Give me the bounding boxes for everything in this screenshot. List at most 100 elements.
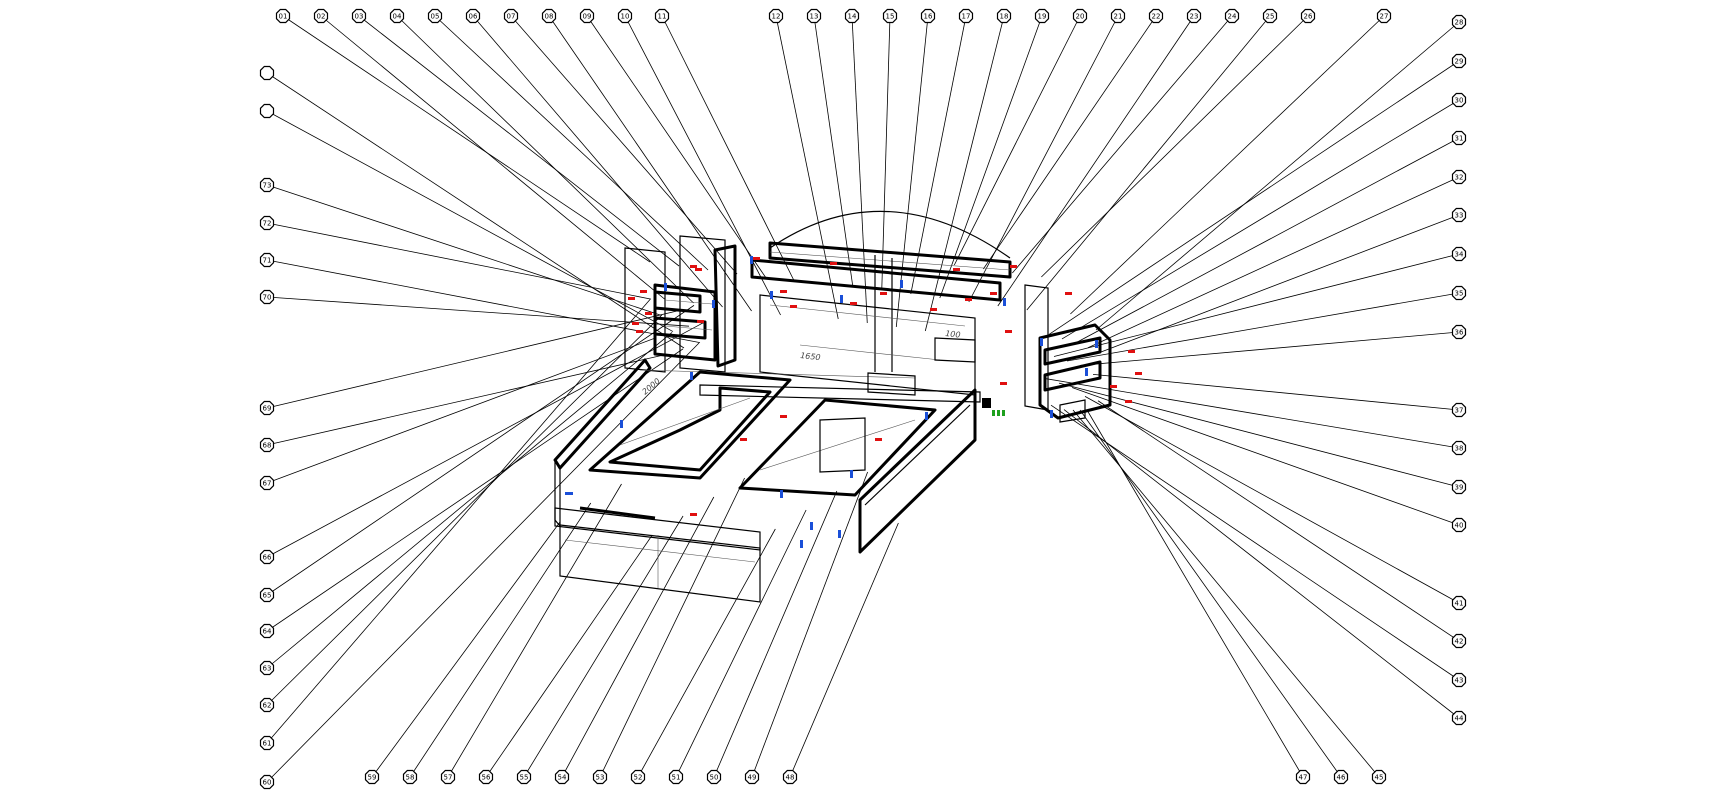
leader-line — [813, 15, 854, 287]
leader-line — [1012, 15, 1233, 274]
callout-label: 52 — [634, 774, 643, 782]
callout-bubble: 56 — [478, 769, 494, 785]
callout-octagon — [592, 769, 608, 785]
callout-bubble: 15 — [882, 8, 898, 24]
callout-label: 26 — [1304, 13, 1313, 21]
leader-line — [1079, 409, 1342, 778]
callout-bubble: 12 — [768, 8, 784, 24]
leader-line — [1063, 409, 1460, 719]
callout-bubble — [259, 65, 275, 81]
callout-octagon — [275, 8, 291, 24]
callout-label: 13 — [810, 13, 819, 21]
callout-label: 64 — [263, 628, 272, 636]
callout-label: 63 — [263, 665, 272, 673]
callout-bubble: 69 — [259, 400, 275, 416]
callout-label: 24 — [1228, 13, 1237, 21]
callout-label: 56 — [482, 774, 491, 782]
leader-line — [751, 471, 868, 778]
screw-markers — [628, 257, 1142, 516]
callout-label: 11 — [658, 13, 667, 21]
callout-octagon — [440, 769, 456, 785]
callout-octagon — [259, 697, 275, 713]
callout-octagon — [1148, 8, 1164, 24]
callout-label: 10 — [621, 13, 630, 21]
callout-bubble: 54 — [554, 769, 570, 785]
leader-line — [1092, 373, 1460, 411]
callout-label: 72 — [263, 220, 272, 228]
leader-line — [266, 342, 700, 783]
leader-line — [624, 15, 781, 316]
callout-label: 23 — [1190, 13, 1199, 21]
callout-octagon — [579, 8, 595, 24]
callout-bubble: 67 — [259, 475, 275, 491]
callout-octagon — [541, 8, 557, 24]
dimension-length: 2000 — [641, 377, 662, 397]
callout-label: 04 — [393, 13, 402, 21]
callout-label: 47 — [1299, 774, 1308, 782]
callout-bubble: 42 — [1451, 633, 1467, 649]
callout-octagon — [782, 769, 798, 785]
callout-bubble: 27 — [1376, 8, 1392, 24]
callout-bubble: 33 — [1451, 207, 1467, 223]
callout-label: 34 — [1455, 251, 1464, 259]
leader-line — [1045, 378, 1460, 449]
callout-bubble: 13 — [806, 8, 822, 24]
callout-label: 51 — [672, 774, 681, 782]
callout-octagon — [1072, 8, 1088, 24]
callout-label: 71 — [263, 257, 272, 265]
leader-line — [282, 15, 651, 263]
callout-label: 53 — [596, 774, 605, 782]
callout-bubble: 18 — [996, 8, 1012, 24]
callout-label: 12 — [772, 13, 781, 21]
callout-bubble: 68 — [259, 437, 275, 453]
callout-label: 01 — [279, 13, 288, 21]
callout-bubble: 43 — [1451, 672, 1467, 688]
callout-octagon — [1295, 769, 1311, 785]
callout-bubble: 46 — [1333, 769, 1349, 785]
callout-bubble: 35 — [1451, 285, 1467, 301]
callout-label: 65 — [263, 592, 272, 600]
callout-label: 48 — [786, 774, 795, 782]
callout-label: 33 — [1455, 212, 1464, 220]
leader-line — [675, 509, 807, 778]
leader-line — [637, 528, 776, 778]
leader-line — [881, 15, 891, 291]
callout-label: 16 — [924, 13, 933, 21]
callout-octagon — [617, 8, 633, 24]
leader-line — [472, 15, 723, 308]
callout-bubble: 48 — [782, 769, 798, 785]
callout-bubble: 20 — [1072, 8, 1088, 24]
callout-label: 37 — [1455, 407, 1464, 415]
callout-bubble: 51 — [668, 769, 684, 785]
leader-line — [851, 15, 868, 324]
callout-bubble: 45 — [1371, 769, 1387, 785]
callout-label: 28 — [1455, 19, 1464, 27]
callout-octagon — [1451, 207, 1467, 223]
callout-octagon — [259, 623, 275, 639]
callout-label: 59 — [368, 774, 377, 782]
callout-octagon — [427, 8, 443, 24]
dimension-depth: 100 — [945, 329, 961, 340]
leader-line — [320, 15, 665, 300]
leader-line — [789, 522, 899, 778]
callout-octagon — [1451, 402, 1467, 418]
callout-octagon — [1300, 8, 1316, 24]
callout-bubble: 70 — [259, 289, 275, 305]
left-upright — [679, 235, 726, 373]
headboard-shelf — [750, 241, 1012, 372]
callout-bubble: 09 — [579, 8, 595, 24]
callout-octagon — [1451, 633, 1467, 649]
leader-line — [1087, 176, 1460, 349]
callout-octagon — [630, 769, 646, 785]
callout-bubble: 55 — [516, 769, 532, 785]
callout-octagon — [259, 252, 275, 268]
callout-bubble: 36 — [1451, 324, 1467, 340]
leader-line — [1026, 15, 1271, 311]
callout-bubble: 17 — [958, 8, 974, 24]
callout-bubble: 25 — [1262, 8, 1278, 24]
callout-label: 30 — [1455, 97, 1464, 105]
callout-octagon — [259, 587, 275, 603]
callout-bubble: 64 — [259, 623, 275, 639]
